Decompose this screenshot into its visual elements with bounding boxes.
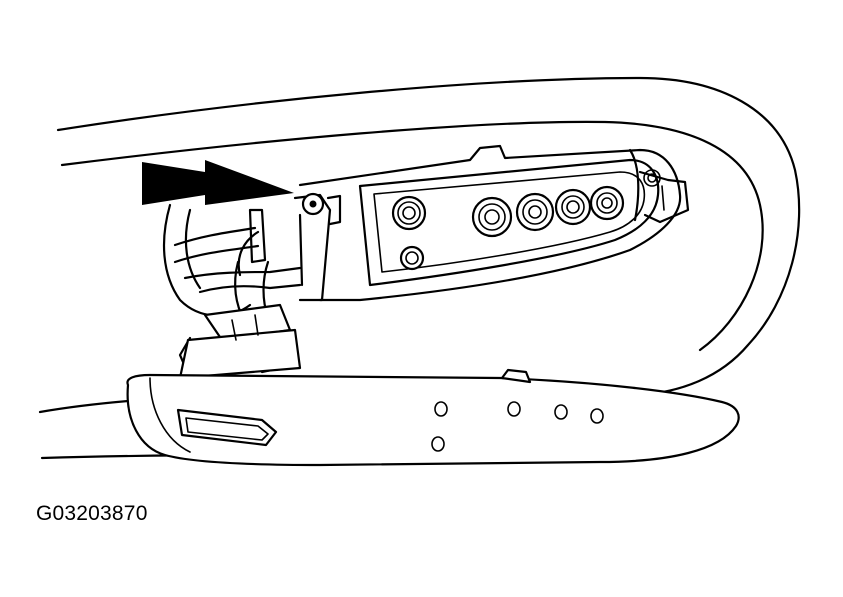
right-bracket [638,169,690,224]
panel-holes [431,401,604,452]
recline-knob [399,245,425,271]
trim-panel [126,368,740,467]
arrow-icon [142,160,294,205]
panel-tab [500,368,532,384]
wiring-harness [173,208,302,322]
figure-code-label: G03203870 [36,502,148,525]
switch-opening [176,408,278,447]
memory-knobs [471,185,625,238]
lumbar-knob [391,195,427,231]
switch-panel [358,158,690,287]
connector-block [178,303,302,380]
screw-bracket [293,192,342,302]
